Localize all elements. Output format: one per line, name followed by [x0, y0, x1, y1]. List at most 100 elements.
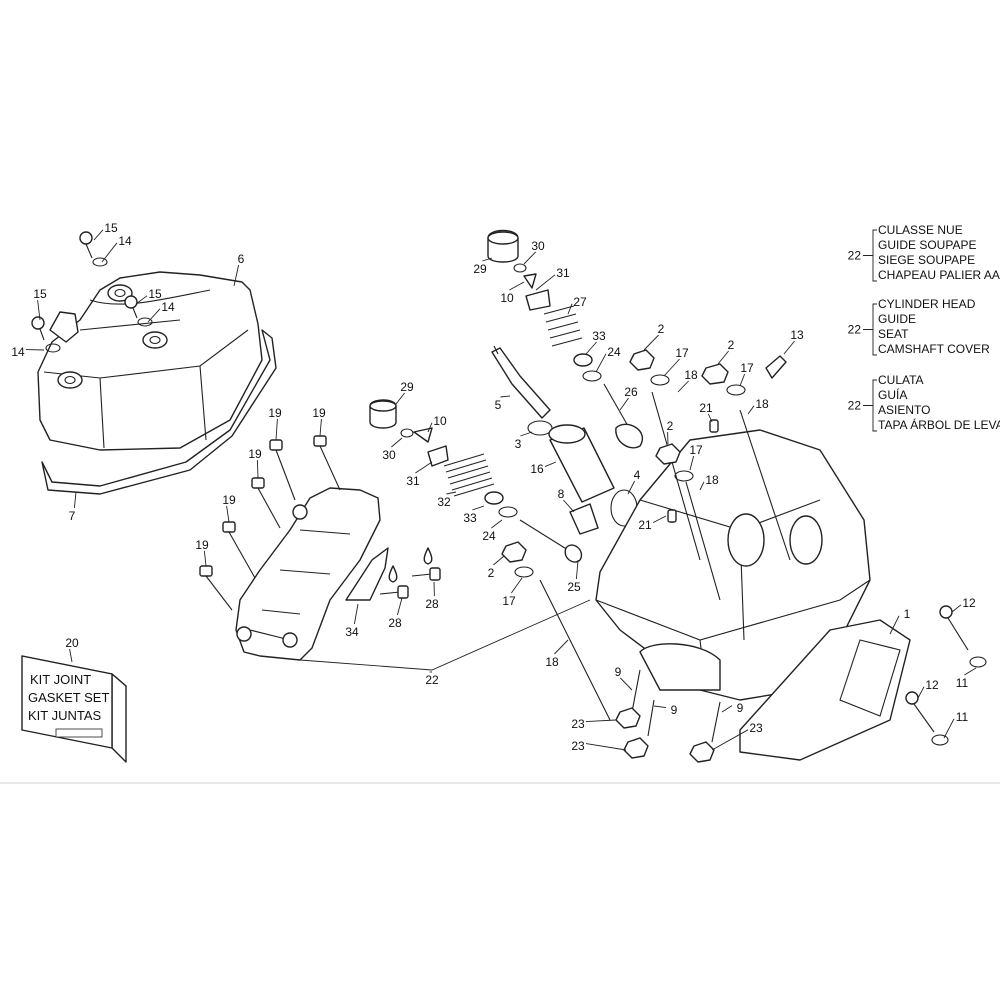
- dowel-pins-21: [667, 419, 719, 523]
- callout-c19e: 19: [195, 538, 209, 552]
- cover-seal-left: [45, 343, 61, 353]
- callout-c18d: 18: [545, 655, 559, 669]
- cover-bolt-left: [31, 316, 45, 341]
- callout-c24b: 24: [607, 345, 621, 359]
- spring-retainer-left: [427, 445, 449, 467]
- callout-c24a: 24: [482, 529, 496, 543]
- leader-line-c32: [446, 491, 457, 495]
- kit-label-line-1: KIT JOINT: [30, 672, 91, 687]
- screw-28-lower: [379, 585, 409, 599]
- collets-right: [523, 273, 537, 289]
- leader-line-c18c: [699, 481, 705, 491]
- callout-c14a: 14: [118, 234, 132, 248]
- callout-c26: 26: [624, 385, 638, 399]
- leader-line-c5: [500, 395, 511, 398]
- cover-bolt-hole-front: [64, 375, 76, 385]
- spark-plug-sleeve: [491, 347, 551, 419]
- leader-22-link: [299, 599, 591, 671]
- callout-c9a: 9: [615, 665, 622, 679]
- leader-line-c33b: [585, 341, 597, 355]
- leader-line-c19b: [319, 418, 322, 437]
- leader-line-c1: [889, 615, 900, 635]
- leader-line-c6: [233, 264, 240, 287]
- spring-seat-left: [498, 506, 518, 518]
- legend-line-1-0: CYLINDER HEAD: [878, 297, 976, 311]
- shim-left: [400, 428, 414, 438]
- leader-line-c9b: [653, 705, 667, 709]
- side-bolts-12: [905, 605, 969, 733]
- leader-line-c21b: [652, 515, 667, 524]
- cover-seal-center: [137, 317, 153, 327]
- leader-line-c23a: [585, 719, 617, 723]
- cover-bolt-boss-front: [57, 371, 83, 389]
- cover-bolt-top: [79, 231, 93, 259]
- cover-bolt-boss-middle: [142, 331, 168, 349]
- head-gasket-opening: [839, 639, 901, 717]
- leader-line-c17b: [739, 373, 746, 387]
- callout-c15c: 15: [148, 287, 162, 301]
- callout-c2b: 2: [728, 338, 735, 352]
- valve-head-right: [615, 423, 643, 449]
- leader-line-c19d: [226, 505, 230, 523]
- leader-line-c25: [575, 559, 579, 580]
- callout-c3: 3: [515, 437, 522, 451]
- oil-drop-lower: [388, 565, 398, 583]
- leader-line-c15a: [93, 229, 104, 241]
- callout-c13: 13: [790, 328, 804, 342]
- callout-c22a: 22: [425, 673, 439, 687]
- leader-line-c8: [563, 499, 575, 513]
- cover-bolt-hole-middle: [149, 335, 161, 345]
- base-nuts-23: [615, 707, 715, 763]
- leader-line-c34: [353, 603, 359, 625]
- cylinder-head-port-left: [727, 513, 765, 567]
- leader-line-c28b: [396, 597, 403, 616]
- leader-line-c26: [619, 397, 629, 411]
- plug-tube-top: [548, 424, 586, 444]
- valve-spring-right: [543, 305, 583, 347]
- leader-line-c3: [520, 431, 533, 437]
- leader-line-c18b: [747, 405, 755, 415]
- valve-cover: [37, 271, 263, 451]
- callout-c18a: 18: [684, 368, 698, 382]
- callout-c6: 6: [238, 252, 245, 266]
- callout-c30a: 30: [382, 448, 396, 462]
- leader-line-c17a: [663, 358, 680, 377]
- leader-line-c19a: [275, 418, 278, 441]
- legend-line-2-3: TAPA ÁRBOL DE LEVAS: [878, 417, 1000, 432]
- oil-bracket: [345, 547, 389, 601]
- cover-screws-19: [199, 435, 341, 611]
- spring-retainer-right: [525, 289, 551, 311]
- callout-c11a: 11: [956, 676, 969, 690]
- callout-c19d: 19: [222, 493, 236, 507]
- leader-line-c20: [69, 648, 73, 663]
- callout-c2c: 2: [667, 419, 674, 433]
- callout-c23b: 23: [571, 739, 585, 753]
- temperature-sensor: [765, 355, 787, 379]
- legend-line-1-2: SEAT: [878, 327, 909, 341]
- leader-line-c17d: [511, 577, 523, 594]
- leader-line-c29b: [482, 257, 493, 262]
- legend-line-2-2: ASIENTO: [878, 403, 930, 417]
- camshaft-cover: [235, 487, 381, 661]
- leader-line-c31a: [415, 461, 433, 474]
- leader-line-c19e: [203, 550, 207, 567]
- legend-line-2-0: CULATA: [878, 373, 924, 387]
- callout-c33a: 33: [463, 511, 477, 525]
- cover-seal-top: [92, 257, 108, 267]
- leader-line-c19c: [256, 459, 259, 479]
- stem-seal-left: [484, 491, 504, 505]
- o-ring-3: [527, 420, 553, 436]
- head-gasket: [739, 619, 911, 761]
- guide-bush-8: [569, 503, 599, 535]
- callout-c8: 8: [558, 487, 565, 501]
- legend-ref-2: 22: [848, 399, 862, 413]
- callout-c14c: 14: [11, 345, 25, 359]
- callout-c14b: 14: [161, 300, 175, 314]
- callout-c27: 27: [573, 295, 587, 309]
- legend-bracket-2: [863, 379, 877, 432]
- cylinder-head-port-right: [789, 515, 823, 565]
- callout-c7: 7: [69, 509, 76, 523]
